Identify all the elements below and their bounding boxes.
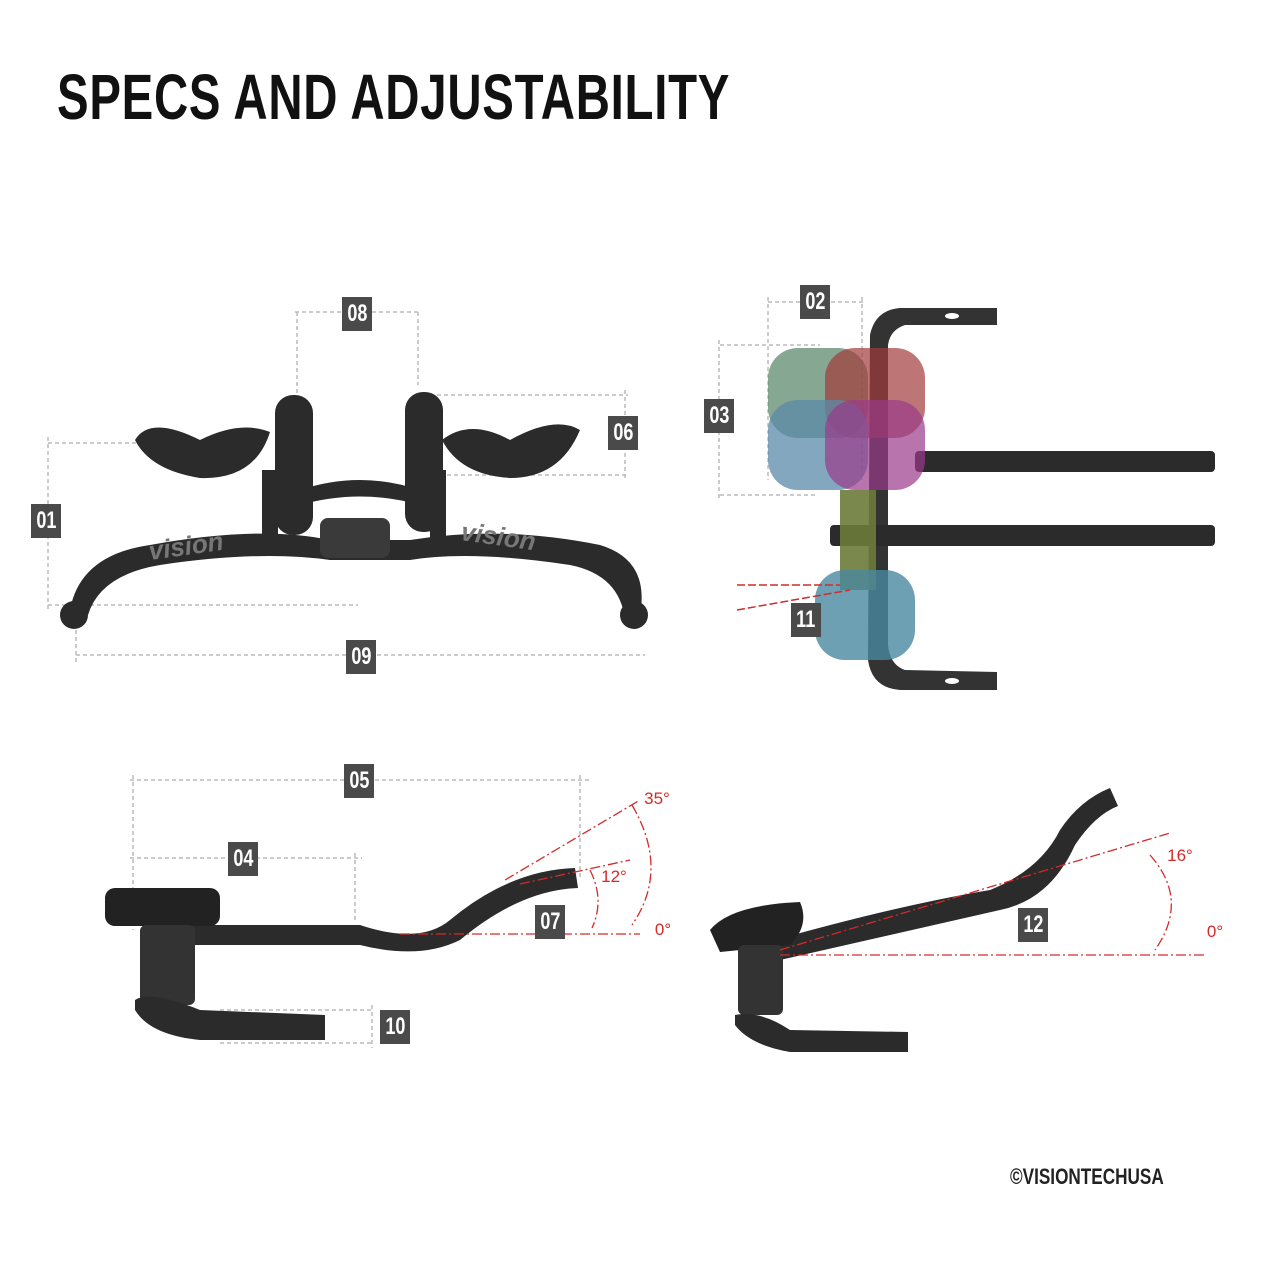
label-text: 07 [539,908,561,935]
dimension-label-03: 03 [704,399,734,433]
label-text: 09 [350,643,372,670]
label-text: 12 [1022,911,1044,938]
copyright-text: ©VISIONTECHUSA [1010,1164,1164,1189]
dimension-label-09: 09 [346,640,376,674]
angle-label-alt-zero: 0° [1206,922,1224,941]
dimension-label-12: 12 [1018,908,1048,942]
angle-label-alt-max: 16° [1167,846,1193,865]
label-text: 03 [708,402,730,429]
dimension-label-07: 07 [535,905,565,939]
dimension-label-11: 11 [791,603,821,637]
side-view-drawing [105,799,652,1040]
dimension-label-06: 06 [608,416,638,450]
label-text: 04 [232,845,254,872]
label-text: 01 [35,507,57,534]
angle-label-mid: 12° [601,867,627,886]
dimension-label-08: 08 [342,297,372,331]
dimension-label-01: 01 [31,504,61,538]
label-text: 06 [612,419,634,446]
angle-label-max: 35° [644,789,670,808]
side-view-alt-drawing [710,788,1205,1052]
dimension-label-05: 05 [344,764,374,798]
label-text: 10 [384,1013,406,1040]
top-view-drawing [736,308,1215,690]
dimension-label-02: 02 [800,285,830,319]
label-text: 02 [804,288,826,315]
angle-label-zero: 0° [654,920,672,939]
label-text: 05 [348,767,370,794]
front-view-drawing: vision vision [60,392,648,629]
label-text: 11 [796,606,816,633]
dimension-label-10: 10 [380,1010,410,1044]
brand-logo-left: vision [147,526,226,566]
label-text: 08 [346,300,368,327]
page-title: SPECS AND ADJUSTABILITY [57,61,731,133]
dimension-label-04: 04 [228,842,258,876]
